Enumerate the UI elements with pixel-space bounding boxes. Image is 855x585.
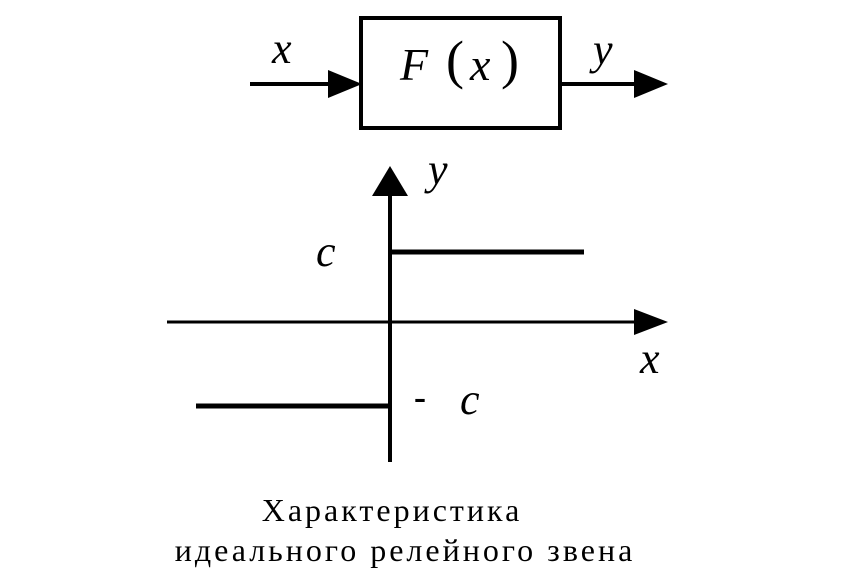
- function-arg: x: [469, 39, 491, 90]
- block-diagram: x y F ( x ): [250, 16, 668, 130]
- paren-open: (: [446, 30, 464, 90]
- relay-characteristic-graph: y x c - c: [167, 145, 668, 462]
- paren-close: ): [501, 30, 519, 90]
- output-arrowhead: [634, 70, 668, 98]
- caption-line-1: Характеристика: [262, 492, 523, 528]
- lower-level-sign: -: [414, 377, 426, 417]
- upper-level-label: c: [316, 227, 336, 276]
- x-axis-arrowhead: [634, 309, 668, 335]
- lower-level-label: c: [460, 375, 480, 424]
- input-arrowhead: [328, 70, 362, 98]
- y-axis-arrowhead: [372, 166, 408, 196]
- caption-line-2: идеального релейного звена: [175, 532, 636, 568]
- function-name: F: [399, 39, 429, 90]
- y-axis-label: y: [424, 145, 448, 194]
- output-label: y: [589, 25, 613, 74]
- x-axis-label: x: [639, 334, 660, 383]
- function-block: [359, 16, 562, 130]
- caption: Характеристика идеального релейного звен…: [175, 492, 636, 568]
- input-label: x: [271, 24, 292, 73]
